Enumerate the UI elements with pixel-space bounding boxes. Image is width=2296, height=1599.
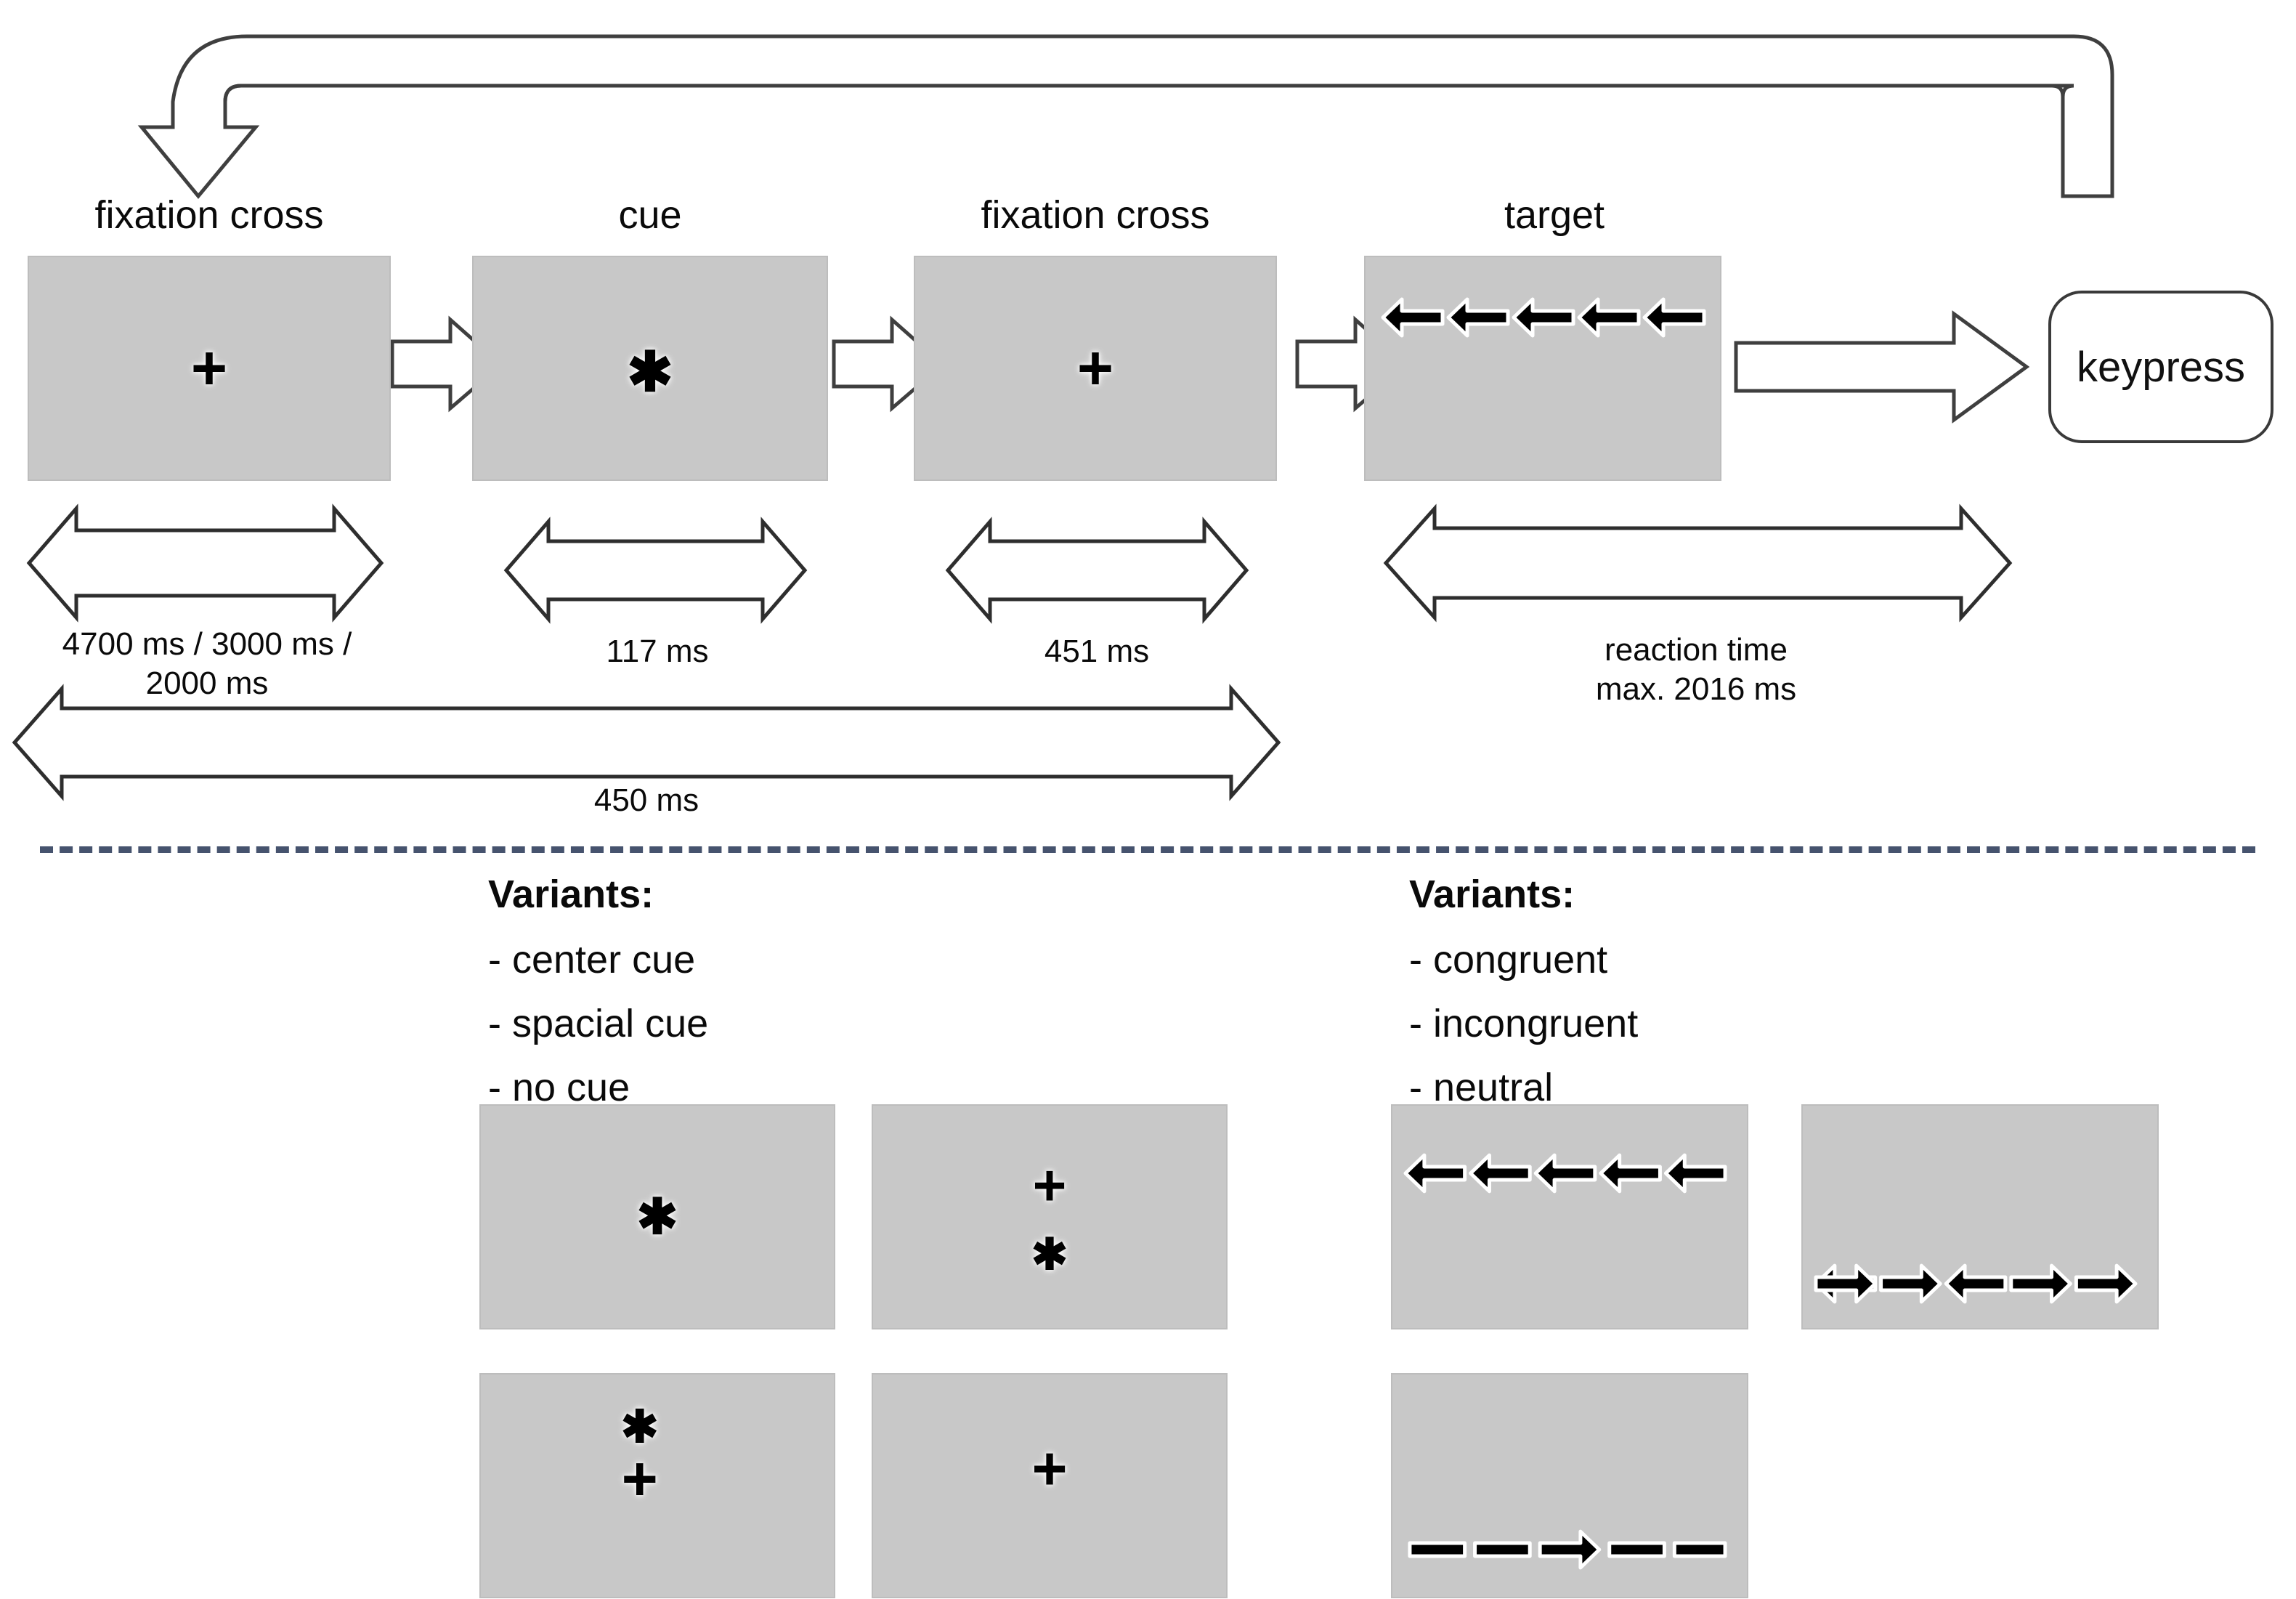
stim-label-target: target [1504, 193, 1605, 237]
stim-label-cue: cue [618, 193, 682, 237]
five-left-arrows-icon [1381, 297, 1706, 338]
duration-arrow-fixation2 [945, 517, 1249, 624]
variant-box-center-cue: ✱ [479, 1104, 835, 1329]
variant-box-congruent [1391, 1104, 1748, 1329]
stim-label-fixation-2: fixation cross [981, 193, 1210, 237]
plus-fixation-cross-icon: + [1031, 1433, 1068, 1502]
timing-label-fixation-1: 4700 ms / 3000 ms / 2000 ms [62, 626, 352, 701]
variants-cue-item-spacial: - spacial cue [488, 1002, 709, 1045]
duration-arrow-reaction-time [1383, 503, 2013, 623]
asterisk-cue-icon: ✱ [627, 341, 673, 404]
duration-arrow-fixation1 [26, 503, 384, 623]
variants-target-item-congruent: - congruent [1409, 938, 1608, 981]
asterisk-cue-icon: ✱ [620, 1402, 659, 1453]
variant-box-incongruent [1801, 1104, 2159, 1329]
timing-label-cue: 117 ms [606, 633, 709, 669]
variants-cue-item-nocue: - no cue [488, 1066, 630, 1109]
variant-box-spacial-cue-above: ✱ + [479, 1373, 835, 1598]
stimulus-box-cue: ✱ [472, 256, 828, 481]
dashes-with-arrow-neutral-icon [1408, 1529, 1727, 1570]
section-divider [40, 846, 2255, 853]
plus-fixation-cross-icon: + [1032, 1153, 1067, 1218]
duration-arrow-total [12, 684, 1281, 801]
timing-label-reaction: reaction time max. 2016 ms [1595, 632, 1797, 707]
asterisk-cue-icon: ✱ [636, 1189, 678, 1244]
duration-arrow-cue [503, 517, 808, 624]
transition-arrow-to-keypress [1734, 310, 2030, 424]
plus-fixation-cross-icon: + [190, 333, 228, 403]
timing-label-fixation-2: 451 ms [1044, 633, 1150, 669]
plus-fixation-cross-icon: + [621, 1444, 658, 1514]
stimulus-box-fixation-2: + [914, 256, 1277, 481]
variants-target-item-neutral: - neutral [1409, 1066, 1554, 1109]
variants-cue-item-center: - center cue [488, 938, 696, 981]
loop-back-arrow-inner-line [223, 84, 2065, 196]
stimulus-box-target [1364, 256, 1721, 481]
keypress-label: keypress [2076, 343, 2246, 391]
variants-target-heading: Variants: [1409, 873, 1575, 916]
five-left-arrows-icon [1403, 1153, 1727, 1194]
asterisk-cue-icon: ✱ [1031, 1230, 1068, 1279]
variants-target-item-incongruent: - incongruent [1409, 1002, 1639, 1045]
variant-box-no-cue: + [872, 1373, 1228, 1598]
timing-label-total: 450 ms [593, 782, 699, 818]
variant-box-neutral [1391, 1373, 1748, 1598]
keypress-node[interactable]: keypress [2048, 291, 2273, 443]
plus-fixation-cross-icon: + [1076, 333, 1114, 403]
variant-box-spacial-cue-below: + ✱ [872, 1104, 1228, 1329]
loop-back-arrow [137, 34, 2114, 199]
variants-cue-heading: Variants: [488, 873, 654, 916]
stimulus-box-fixation-1: + [28, 256, 391, 481]
stim-label-fixation-1: fixation cross [94, 193, 324, 237]
mixed-arrows-incongruent-icon [1814, 1263, 2138, 1304]
